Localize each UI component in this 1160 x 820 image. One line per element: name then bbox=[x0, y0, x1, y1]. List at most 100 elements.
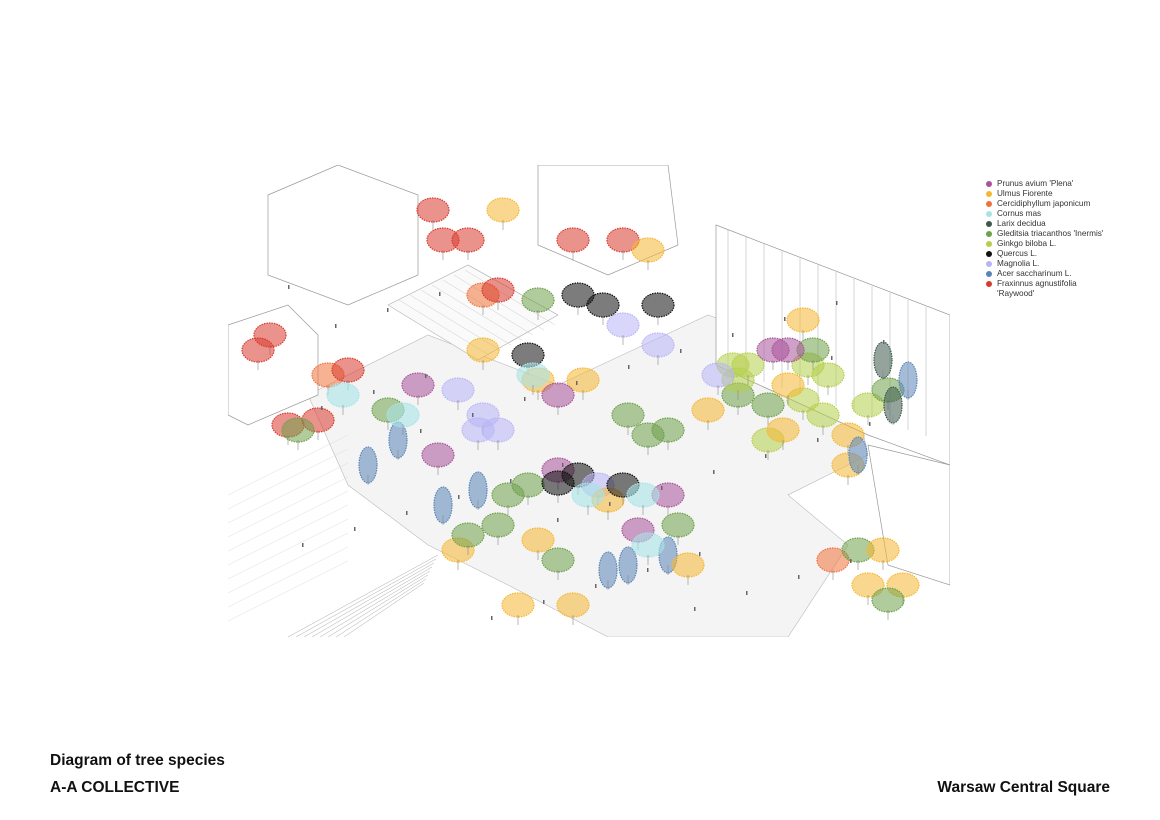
tree-canopy bbox=[626, 482, 660, 508]
person-figure bbox=[817, 438, 819, 442]
tree-canopy bbox=[358, 446, 378, 484]
tree-canopy bbox=[441, 377, 475, 403]
tree-canopy bbox=[481, 277, 515, 303]
tree-canopy bbox=[618, 546, 638, 584]
person-figure bbox=[288, 285, 290, 289]
legend-dot-icon bbox=[986, 251, 992, 257]
person-figure bbox=[354, 527, 356, 531]
person-figure bbox=[883, 340, 885, 344]
legend-label: Quercus L. bbox=[997, 249, 1038, 258]
person-figure bbox=[765, 454, 767, 458]
tree-canopy bbox=[631, 532, 665, 558]
tree-canopy bbox=[451, 522, 485, 548]
legend-dot-icon bbox=[986, 281, 992, 287]
tree-canopy bbox=[421, 442, 455, 468]
legend-label: Cornus mas bbox=[997, 209, 1042, 218]
legend-dot-icon bbox=[986, 241, 992, 247]
tree-canopy bbox=[651, 417, 685, 443]
tree-canopy bbox=[771, 372, 805, 398]
building-west bbox=[228, 304, 319, 426]
person-figure bbox=[321, 406, 323, 410]
legend-item: Prunus avium 'Plena' bbox=[986, 179, 1107, 189]
legend-dot-icon bbox=[986, 271, 992, 277]
person-figure bbox=[458, 495, 460, 499]
legend-item: Quercus L. bbox=[986, 249, 1107, 259]
legend-label: Gleditsia triacanthos 'Inermis' bbox=[997, 229, 1104, 238]
legend-item: Ginkgo biloba L. bbox=[986, 239, 1107, 249]
context-line bbox=[228, 462, 349, 524]
legend-item: Magnolia L. bbox=[986, 259, 1107, 269]
tree-canopy bbox=[701, 362, 735, 388]
tree-canopy bbox=[873, 341, 893, 379]
stair-line bbox=[343, 582, 425, 637]
tree-canopy bbox=[388, 421, 408, 459]
person-figure bbox=[699, 552, 701, 556]
tree-canopy bbox=[386, 402, 420, 428]
tree-canopy bbox=[326, 382, 360, 408]
person-figure bbox=[335, 324, 337, 328]
context-line bbox=[228, 504, 349, 566]
legend-dot-icon bbox=[986, 201, 992, 207]
context-line bbox=[228, 546, 349, 608]
context-line bbox=[228, 476, 349, 538]
legend-dot-icon bbox=[986, 181, 992, 187]
tree-canopy bbox=[521, 527, 555, 553]
stair-line bbox=[287, 554, 439, 637]
tree-canopy bbox=[466, 337, 500, 363]
context-line bbox=[228, 434, 349, 496]
legend-item: Cercidiphyllum japonicum bbox=[986, 199, 1107, 209]
legend-item: Acer saccharinum L. bbox=[986, 269, 1107, 279]
tree-canopy bbox=[598, 551, 618, 589]
tree-canopy bbox=[731, 352, 765, 378]
tree-canopy bbox=[521, 287, 555, 313]
legend-label: Acer saccharinum L. bbox=[997, 269, 1072, 278]
tree-canopy bbox=[641, 332, 675, 358]
tree-canopy bbox=[511, 342, 545, 368]
person-figure bbox=[869, 422, 871, 426]
legend-item: Larix decidua bbox=[986, 219, 1107, 229]
diagram-title: Diagram of tree species bbox=[50, 752, 225, 769]
building-palace bbox=[267, 165, 419, 306]
building-southeast bbox=[867, 444, 950, 586]
tree-canopy bbox=[556, 592, 590, 618]
stair-line bbox=[311, 566, 433, 637]
tree-canopy bbox=[883, 386, 903, 424]
legend-dot-icon bbox=[986, 191, 992, 197]
tree-canopy bbox=[241, 337, 275, 363]
person-figure bbox=[302, 543, 304, 547]
legend-dot-icon bbox=[986, 221, 992, 227]
tree-canopy bbox=[871, 587, 905, 613]
legend-item: Fraxinnus agnustifolia 'Raywood' bbox=[986, 279, 1107, 299]
person-figure bbox=[543, 600, 545, 604]
person-figure bbox=[406, 511, 408, 515]
tree-canopy bbox=[281, 417, 315, 443]
tree-canopy bbox=[786, 307, 820, 333]
person-figure bbox=[628, 365, 630, 369]
person-figure bbox=[420, 429, 422, 433]
tree-canopy bbox=[331, 357, 365, 383]
project-name: Warsaw Central Square bbox=[937, 779, 1110, 796]
context-line bbox=[228, 560, 349, 622]
legend-label: Fraxinnus agnustifolia 'Raywood' bbox=[997, 279, 1077, 298]
tree-canopy bbox=[606, 312, 640, 338]
person-figure bbox=[694, 607, 696, 611]
legend-label: Larix decidua bbox=[997, 219, 1046, 228]
tree-canopy bbox=[556, 227, 590, 253]
tree-canopy bbox=[511, 472, 545, 498]
person-figure bbox=[680, 349, 682, 353]
tree-canopy bbox=[606, 227, 640, 253]
person-figure bbox=[713, 470, 715, 474]
person-figure bbox=[387, 308, 389, 312]
tree-canopy bbox=[691, 397, 725, 423]
context-line bbox=[228, 448, 349, 510]
legend-label: Ginkgo biloba L. bbox=[997, 239, 1057, 248]
legend-dot-icon bbox=[986, 231, 992, 237]
tree-canopy bbox=[866, 537, 900, 563]
person-figure bbox=[425, 374, 427, 378]
paving-grid bbox=[420, 289, 512, 346]
person-figure bbox=[472, 413, 474, 417]
tree-canopy bbox=[486, 197, 520, 223]
person-figure bbox=[661, 486, 663, 490]
tree-canopy bbox=[541, 382, 575, 408]
tree-canopy bbox=[751, 392, 785, 418]
